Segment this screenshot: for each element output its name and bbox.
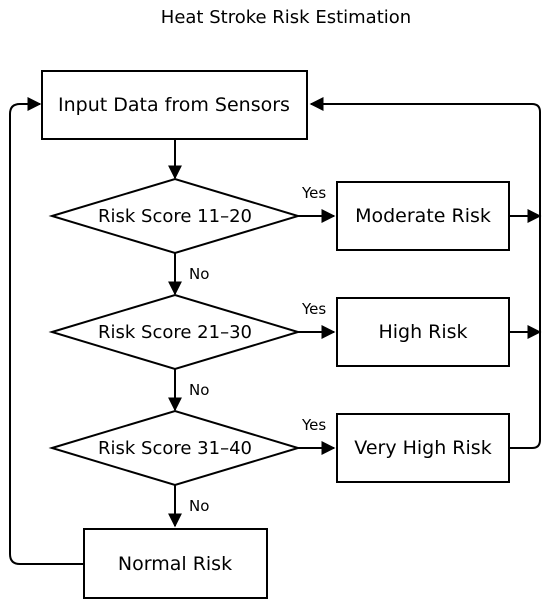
- decision-2: Risk Score 21–30: [48, 293, 302, 371]
- node-moderate-risk: Moderate Risk: [336, 181, 510, 251]
- decision-3: Risk Score 31–40: [48, 409, 302, 487]
- edge-label-no-1: No: [189, 265, 209, 283]
- decision-1: Risk Score 11–20: [48, 177, 302, 255]
- node-moderate-risk-label: Moderate Risk: [355, 205, 491, 227]
- decision-2-label: Risk Score 21–30: [98, 322, 252, 343]
- node-input-label: Input Data from Sensors: [58, 94, 290, 116]
- decision-1-label: Risk Score 11–20: [98, 206, 252, 227]
- diagram-title: Heat Stroke Risk Estimation: [161, 7, 411, 28]
- node-normal-risk: Normal Risk: [83, 528, 268, 599]
- node-normal-risk-label: Normal Risk: [118, 553, 232, 575]
- decision-3-label: Risk Score 31–40: [98, 438, 252, 459]
- edge-label-yes-1: Yes: [301, 184, 326, 202]
- node-very-high-risk-label: Very High Risk: [354, 437, 491, 459]
- edge-label-no-3: No: [189, 497, 209, 515]
- edge-label-yes-2: Yes: [301, 300, 326, 318]
- node-high-risk-label: High Risk: [378, 321, 467, 343]
- edge-label-yes-3: Yes: [301, 416, 326, 434]
- node-high-risk: High Risk: [336, 297, 510, 367]
- edge-normal-return: [9, 97, 83, 565]
- edge-label-no-2: No: [189, 381, 209, 399]
- node-very-high-risk: Very High Risk: [336, 413, 510, 483]
- edges: [9, 97, 542, 565]
- edge-veryhigh-return: [309, 97, 541, 449]
- node-input: Input Data from Sensors: [41, 70, 308, 140]
